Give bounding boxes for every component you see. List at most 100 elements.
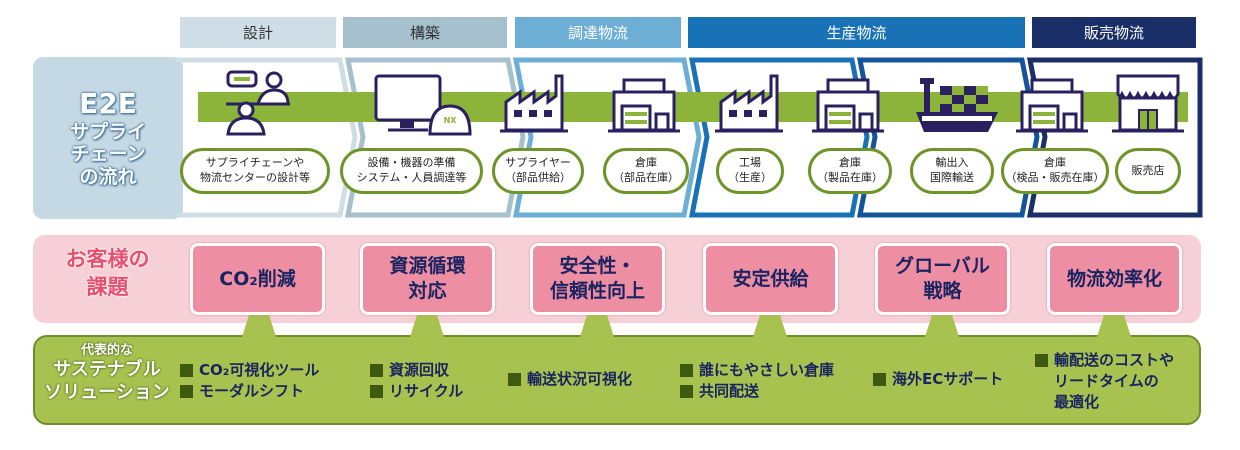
- flow-item-line: （部品供給）: [505, 171, 571, 184]
- e2e-label-box: E2E サプライ チェーン の流れ: [33, 57, 183, 219]
- e2e-line: サプライ: [69, 120, 146, 143]
- factory-icon: [713, 68, 793, 140]
- flow-item: 設備・機器の準備システム・人員調達等: [340, 148, 483, 194]
- flow-item-line: 倉庫: [839, 156, 861, 170]
- solution-item: 輸送状況可視化: [527, 370, 633, 388]
- phase-procurement-logistics: 調達物流: [515, 17, 681, 48]
- challenge-label: CO₂削減: [219, 267, 296, 290]
- challenges-title-line: 課題: [86, 275, 129, 300]
- solution-group: 海外ECサポート: [873, 369, 1003, 390]
- flow-item-line: 倉庫: [635, 156, 657, 170]
- flow-item-line: （検品・販売在庫）: [1005, 171, 1105, 184]
- phase-label: 構築: [409, 24, 440, 42]
- solution-item: 輸配送のコストや リードタイムの 最適化: [1054, 351, 1175, 411]
- challenges-title: お客様の課題: [40, 245, 175, 302]
- flow-item-line: 工場: [739, 156, 761, 170]
- warehouse-icon: [606, 68, 686, 140]
- solution-group: 輸配送のコストや リードタイムの 最適化: [1035, 350, 1174, 413]
- flow-item: 販売店: [1115, 148, 1181, 194]
- challenge-co2-reduction: CO₂削減: [190, 243, 325, 315]
- phase-sales-logistics: 販売物流: [1032, 17, 1196, 48]
- bullet-square-icon: [180, 364, 193, 377]
- solutions-title-line: ソリューション: [44, 381, 170, 403]
- challenge-label: 対応: [408, 280, 447, 302]
- flow-item-line: サプライチェーンや: [205, 156, 305, 170]
- chevron-procurement: [512, 57, 702, 218]
- challenge-logistics-efficiency: 物流効率化: [1047, 243, 1182, 315]
- flow-item-line: 設備・機器の準備: [367, 156, 456, 170]
- challenge-stable-supply: 安定供給: [703, 243, 838, 315]
- bullet-square-icon: [1035, 354, 1048, 367]
- challenge-label: 信頼性向上: [549, 280, 645, 302]
- flow-item-line: 倉庫: [1044, 156, 1066, 170]
- bullet-square-icon: [680, 385, 693, 398]
- challenge-label: 安定供給: [732, 267, 809, 290]
- flow-item: 輸出入国際輸送: [910, 148, 994, 194]
- bullet-square-icon: [508, 373, 521, 386]
- challenge-global-strategy: グローバル戦略: [875, 243, 1010, 315]
- flow-item: 倉庫（部品在庫）: [603, 148, 689, 194]
- flow-item-line: 輸出入: [935, 156, 969, 170]
- factory-icon: [498, 68, 578, 140]
- flow-item-line: （生産）: [728, 171, 772, 184]
- bullet-square-icon: [370, 385, 383, 398]
- challenge-label: 戦略: [923, 280, 962, 302]
- monitor-helmet-icon: NX: [370, 68, 480, 140]
- bullet-square-icon: [873, 373, 886, 386]
- flow-item: 倉庫（製品在庫）: [808, 148, 892, 194]
- phase-production-logistics: 生産物流: [688, 17, 1025, 48]
- challenges-title-line: お客様の: [65, 247, 150, 271]
- warehouse-icon: [810, 68, 890, 140]
- flow-item: 倉庫（検品・販売在庫）: [1001, 148, 1109, 194]
- chevron-build: [344, 57, 526, 218]
- solution-group: 資源回収 リサイクル: [370, 360, 463, 402]
- consultation-icon: [216, 68, 296, 140]
- solution-item: 資源回収: [389, 361, 450, 379]
- phase-label: 生産物流: [826, 24, 887, 42]
- solutions-band: [33, 335, 1201, 425]
- flow-item-line: システム・人員調達等: [356, 171, 467, 184]
- warehouse-icon: [1014, 68, 1094, 140]
- bullet-square-icon: [180, 385, 193, 398]
- e2e-line: の流れ: [79, 166, 137, 189]
- store-icon: [1108, 68, 1188, 140]
- bullet-square-icon: [370, 364, 383, 377]
- solution-group: 誰にもやさしい倉庫 共同配送: [680, 360, 834, 402]
- flow-item: 工場（生産）: [716, 148, 784, 194]
- challenge-label: 安全性・: [559, 255, 636, 278]
- solution-item: モーダルシフト: [199, 382, 305, 400]
- solution-group: CO₂可視化ツール モーダルシフト: [180, 360, 319, 402]
- flow-item-line: 物流センターの設計等: [200, 171, 310, 184]
- challenge-label: グローバル: [895, 255, 990, 278]
- flow-item: サプライチェーンや物流センターの設計等: [180, 148, 330, 194]
- phase-label: 販売物流: [1083, 24, 1144, 42]
- solution-item: CO₂可視化ツール: [199, 361, 320, 379]
- bullet-square-icon: [680, 364, 693, 377]
- e2e-line: チェーン: [70, 143, 146, 166]
- solution-item: リサイクル: [389, 382, 464, 400]
- solution-item: 海外ECサポート: [892, 370, 1004, 388]
- solutions-title: 代表的な サステナブル ソリューション: [42, 343, 172, 404]
- flow-item-line: （製品在庫）: [817, 171, 883, 184]
- flow-item-line: サプライヤー: [505, 156, 571, 170]
- cargo-ship-icon: [912, 68, 1002, 140]
- chevron-production-1: [688, 57, 870, 218]
- flow-item-line: 販売店: [1131, 163, 1165, 177]
- phase-label: 調達物流: [567, 24, 628, 42]
- solutions-title-line: サステナブル: [53, 359, 161, 381]
- challenge-resource-circulation: 資源循環対応: [360, 243, 495, 315]
- challenge-safety-reliability: 安全性・信頼性向上: [530, 243, 665, 315]
- solution-group: 輸送状況可視化: [508, 369, 632, 390]
- challenge-label: 物流効率化: [1066, 267, 1162, 290]
- e2e-title: E2E: [79, 87, 137, 120]
- chevron-design: [176, 57, 358, 218]
- svg-text:NX: NX: [444, 116, 458, 125]
- solution-item: 誰にもやさしい倉庫: [699, 361, 835, 379]
- phase-design: 設計: [180, 17, 336, 48]
- solution-item: 共同配送: [699, 382, 760, 400]
- chevron-production-2: [856, 57, 1040, 218]
- phase-label: 設計: [242, 24, 273, 42]
- flow-item: サプライヤー（部品供給）: [492, 148, 584, 194]
- phase-build: 構築: [343, 17, 507, 48]
- challenge-label: 資源循環: [389, 255, 466, 278]
